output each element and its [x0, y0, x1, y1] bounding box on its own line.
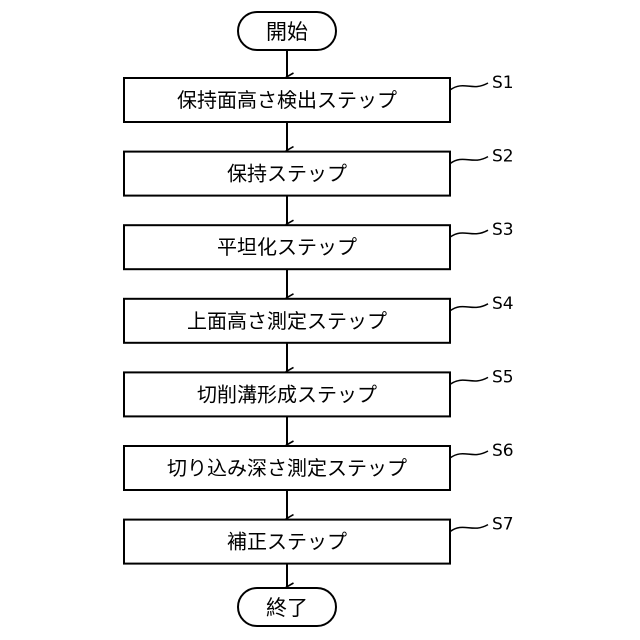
step-id-leader: [450, 157, 488, 164]
step-label: 切削溝形成ステップ: [197, 382, 377, 406]
step-id: S3: [492, 220, 514, 240]
end-terminal: 終了: [238, 588, 336, 626]
step-id-leader: [450, 83, 488, 90]
step-3: 平坦化ステップ S3: [124, 220, 514, 269]
step-id: S2: [492, 147, 514, 167]
start-label: 開始: [266, 20, 308, 44]
step-id-leader: [450, 230, 488, 237]
step-id: S7: [492, 515, 514, 535]
step-6: 切り込み深さ測定ステップ S6: [124, 441, 514, 490]
step-id: S5: [492, 367, 514, 387]
step-label: 切り込み深さ測定ステップ: [167, 456, 407, 480]
step-label: 保持ステップ: [227, 162, 347, 186]
step-1: 保持面高さ検出ステップ S1: [124, 73, 514, 122]
step-id-leader: [450, 377, 488, 384]
step-label: 上面高さ測定ステップ: [187, 309, 387, 333]
step-boxes: 保持面高さ検出ステップ S1 保持ステップ S2 平坦化ステップ S3 上面高さ測定ステップ…: [124, 73, 514, 564]
step-id: S4: [492, 294, 514, 314]
step-label: 保持面高さ検出ステップ: [177, 88, 397, 112]
step-7: 補正ステップ S7: [124, 515, 514, 564]
step-label: 補正ステップ: [227, 530, 347, 554]
step-2: 保持ステップ S2: [124, 147, 514, 196]
start-terminal: 開始: [238, 12, 336, 50]
step-id: S6: [492, 441, 514, 461]
step-label: 平坦化ステップ: [217, 235, 357, 259]
step-id-leader: [450, 525, 488, 532]
step-id-leader: [450, 451, 488, 458]
step-5: 切削溝形成ステップ S5: [124, 367, 514, 416]
step-4: 上面高さ測定ステップ S4: [124, 294, 514, 343]
step-id: S1: [492, 73, 514, 93]
step-id-leader: [450, 304, 488, 311]
end-label: 終了: [266, 596, 308, 620]
